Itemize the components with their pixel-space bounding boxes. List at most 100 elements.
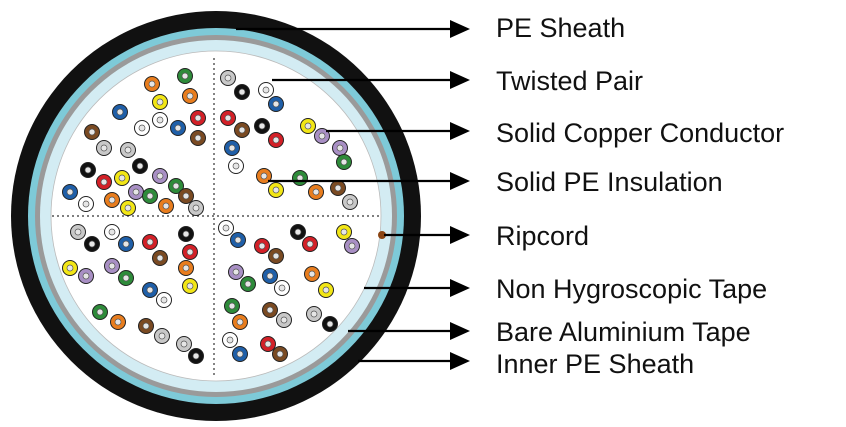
copper-conductor (260, 172, 268, 180)
label-ripcord: Ripcord (496, 221, 590, 251)
arrow-head (450, 352, 470, 370)
copper-conductor (278, 284, 286, 292)
copper-conductor (156, 254, 164, 262)
copper-conductor (272, 252, 280, 260)
label-bare-aluminium-tape: Bare Aluminium Tape (496, 317, 751, 347)
copper-conductor (132, 188, 140, 196)
copper-conductor (266, 272, 274, 280)
copper-conductor (100, 178, 108, 186)
copper-conductor (124, 204, 132, 212)
copper-conductor (340, 158, 348, 166)
copper-conductor (232, 162, 240, 170)
copper-conductor (308, 270, 316, 278)
copper-conductor (266, 306, 274, 314)
copper-conductor (88, 240, 96, 248)
copper-conductor (138, 124, 146, 132)
copper-conductor (346, 198, 354, 206)
copper-conductor (306, 240, 314, 248)
copper-conductor (182, 264, 190, 272)
arrow-head (450, 279, 470, 297)
copper-conductor (172, 182, 180, 190)
copper-conductor (116, 108, 124, 116)
copper-conductor (322, 286, 330, 294)
copper-conductor (122, 240, 130, 248)
label-twisted-pair: Twisted Pair (496, 66, 644, 96)
copper-conductor (340, 228, 348, 236)
copper-conductor (276, 350, 284, 358)
copper-conductor (294, 228, 302, 236)
copper-conductor (222, 224, 230, 232)
copper-conductor (146, 192, 154, 200)
copper-conductor (66, 188, 74, 196)
copper-conductor (238, 126, 246, 134)
copper-conductor (236, 318, 244, 326)
copper-conductor (122, 274, 130, 282)
copper-conductor (310, 310, 318, 318)
arrow-head (450, 71, 470, 89)
copper-conductor (142, 322, 150, 330)
copper-conductor (186, 282, 194, 290)
copper-conductor (146, 286, 154, 294)
copper-conductor (108, 262, 116, 270)
copper-conductor (74, 228, 82, 236)
copper-conductor (236, 350, 244, 358)
copper-conductor (226, 336, 234, 344)
copper-conductor (181, 72, 189, 80)
copper-conductor (232, 268, 240, 276)
copper-conductor (272, 186, 280, 194)
arrow-ripcord (384, 226, 470, 244)
copper-conductor (234, 236, 242, 244)
copper-conductor (82, 200, 90, 208)
copper-conductor (108, 228, 116, 236)
copper-conductor (180, 340, 188, 348)
copper-conductor (96, 308, 104, 316)
copper-conductor (108, 196, 116, 204)
copper-conductor (194, 114, 202, 122)
arrow-inner-pe-sheath (358, 352, 470, 370)
arrow-solid-copper-conductor (326, 122, 470, 140)
copper-conductor (182, 192, 190, 200)
arrow-head (450, 172, 470, 190)
copper-conductor (238, 88, 246, 96)
copper-conductor (88, 128, 96, 136)
copper-conductor (158, 332, 166, 340)
copper-conductor (186, 92, 194, 100)
copper-conductor (272, 136, 280, 144)
cable-core (50, 50, 382, 382)
copper-conductor (334, 184, 342, 192)
copper-conductor (228, 302, 236, 310)
label-inner-pe-sheath: Inner PE Sheath (496, 349, 695, 379)
copper-conductor (280, 316, 288, 324)
arrow-pe-sheath (236, 20, 470, 38)
arrow-head (450, 20, 470, 38)
label-solid-copper-conductor: Solid Copper Conductor (496, 118, 785, 148)
copper-conductor (258, 242, 266, 250)
copper-conductor (312, 188, 320, 196)
copper-conductor (146, 238, 154, 246)
copper-conductor (192, 204, 200, 212)
copper-conductor (174, 124, 182, 132)
copper-conductor (100, 144, 108, 152)
copper-conductor (186, 248, 194, 256)
label-non-hygroscopic-tape: Non Hygroscopic Tape (496, 274, 768, 304)
copper-conductor (262, 86, 270, 94)
copper-conductor (336, 144, 344, 152)
copper-conductor (66, 264, 74, 272)
copper-conductor (84, 166, 92, 174)
copper-conductor (156, 98, 164, 106)
arrow-head (450, 322, 470, 340)
arrow-head (450, 226, 470, 244)
copper-conductor (160, 296, 168, 304)
copper-conductor (348, 242, 356, 250)
copper-conductor (156, 116, 164, 124)
copper-conductor (156, 172, 164, 180)
arrow-solid-pe-insulation (268, 172, 470, 190)
copper-conductor (118, 174, 126, 182)
arrow-non-hygroscopic-tape (364, 279, 470, 297)
copper-conductor (318, 132, 326, 140)
copper-conductor (272, 100, 280, 108)
copper-conductor (192, 352, 200, 360)
copper-conductor (162, 202, 170, 210)
